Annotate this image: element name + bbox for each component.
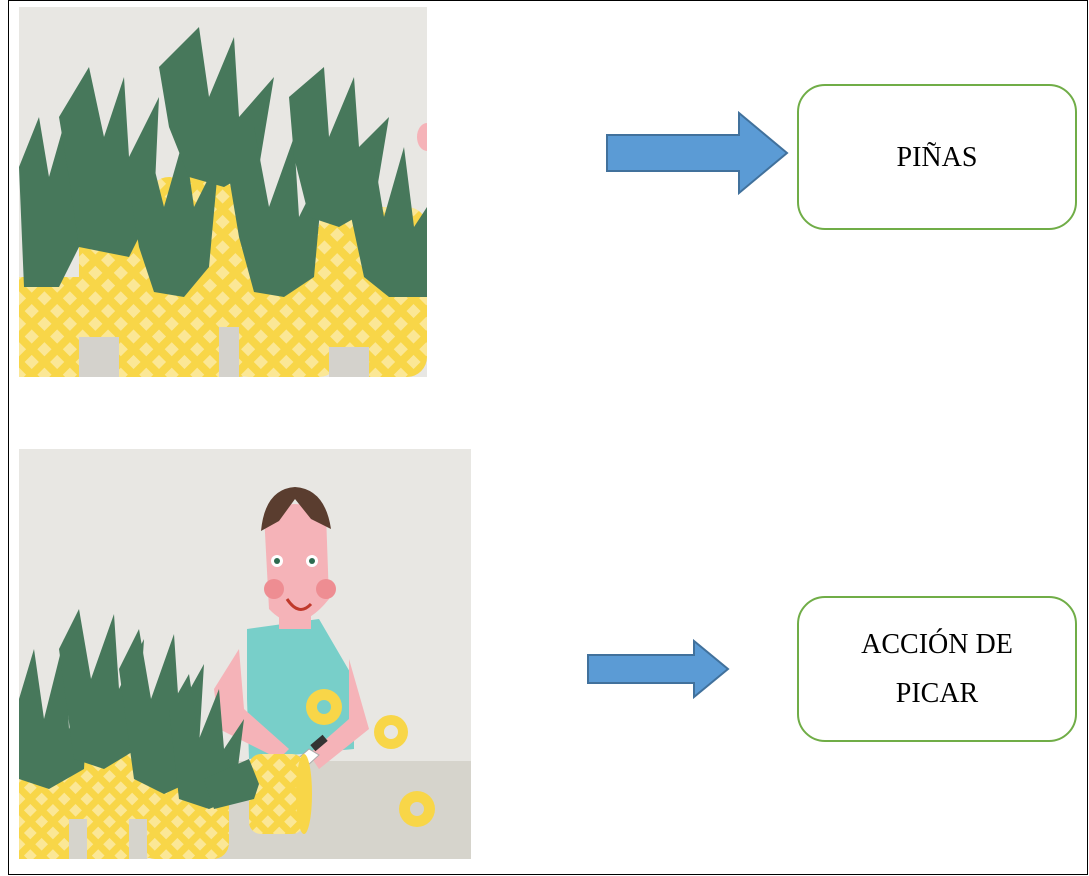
label-box-accion-de-picar: ACCIÓN DE PICAR (797, 596, 1077, 742)
arrow-right-icon-1 (605, 111, 791, 195)
pineapples-icon (19, 7, 427, 377)
label-accion-de-picar: ACCIÓN DE PICAR (861, 629, 1013, 709)
person-cutting-pineapple-illustration (19, 449, 471, 859)
label-box-pinas: PIÑAS (797, 84, 1077, 230)
pineapples-illustration (19, 7, 427, 377)
arrow-right-icon-2 (586, 639, 732, 699)
page-frame: PIÑAS (8, 0, 1088, 875)
label-pinas: PIÑAS (896, 141, 978, 173)
person-cutting-pineapple-icon (19, 449, 471, 859)
